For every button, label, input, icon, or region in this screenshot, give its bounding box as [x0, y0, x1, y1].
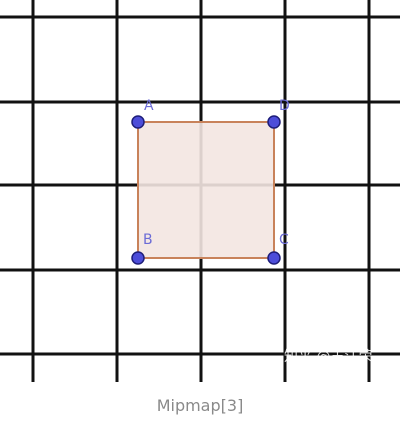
point-d: D [267, 98, 290, 129]
point-a-marker [131, 115, 145, 129]
point-c-marker [267, 251, 281, 265]
point-d-label: D [279, 98, 290, 114]
point-a: A [131, 98, 154, 129]
figure-caption: Mipmap[3] [156, 396, 244, 415]
grid-figure: A B C D 知乎 @王江荣 [0, 0, 400, 382]
watermark: 知乎 @王江荣 [284, 348, 372, 365]
point-b-label: B [143, 232, 153, 248]
square-abcd [137, 121, 275, 259]
grid-diagram: A B C D 知乎 @王江荣 [0, 0, 400, 382]
point-c-label: C [279, 232, 289, 248]
point-b-marker [131, 251, 145, 265]
point-c: C [267, 232, 289, 265]
point-d-marker [267, 115, 281, 129]
grid-lines [0, 0, 400, 382]
point-b: B [131, 232, 153, 265]
point-a-label: A [144, 98, 154, 114]
